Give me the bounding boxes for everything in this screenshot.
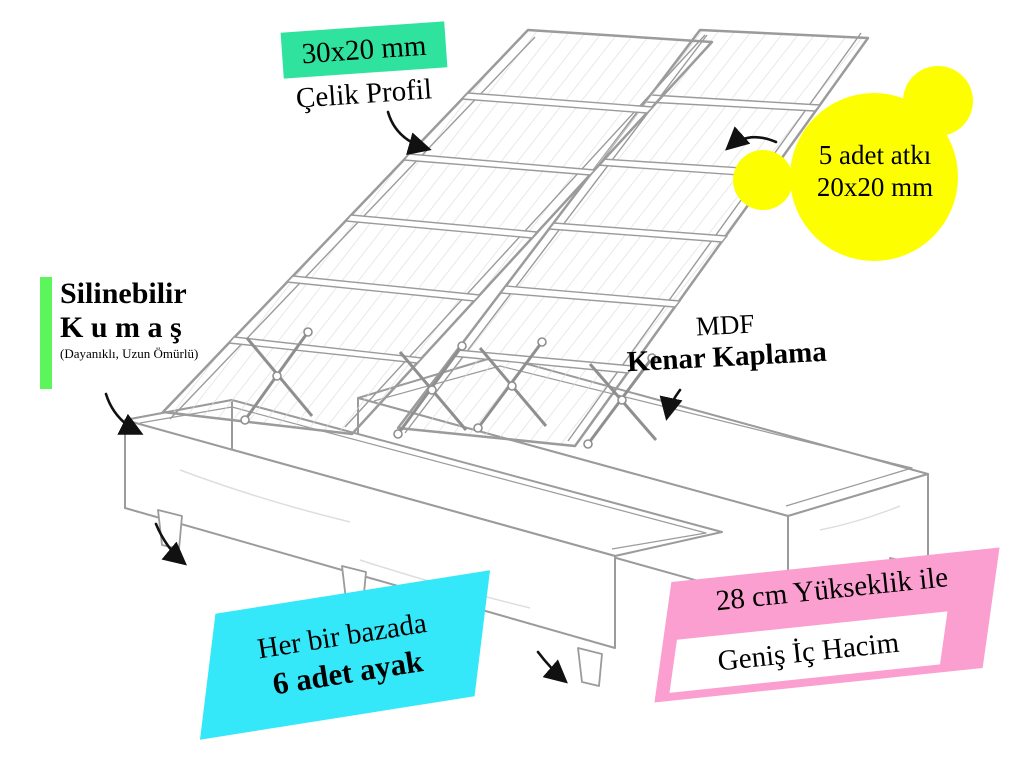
lid-crossbars-right (451, 94, 821, 374)
lid-frame-right (396, 28, 870, 448)
scissor-mechanism-right (473, 337, 658, 449)
height-label-line2: Geniş İç Hacim (716, 626, 901, 678)
arrow-fabric (104, 392, 144, 435)
crossbar-bubble-circle-small (903, 66, 973, 136)
arrow-crossbar (725, 126, 778, 151)
arrow-foot-left (154, 522, 187, 566)
fabric-label-line1: Silinebilir (60, 277, 187, 310)
base-box-left (124, 399, 723, 649)
arrow-mdf (659, 388, 683, 421)
fabric-label: Silinebilir K u m a ş (Dayanıklı, Uzun Ö… (60, 277, 250, 362)
lid-frame-left (161, 28, 714, 436)
foot (577, 647, 603, 687)
fabric-accent-bar (40, 277, 52, 389)
scissor-mechanism-left (240, 327, 468, 439)
arrow-foot-front (536, 650, 568, 684)
foot (157, 509, 183, 550)
arrow-steel-profile (386, 110, 432, 155)
crossbar-count: 5 adet atkı (818, 140, 932, 170)
crossbar-bubble-circle-small (733, 150, 793, 210)
fabric-label-note: (Dayanıklı, Uzun Ömürlü) (60, 346, 199, 362)
lid-crossbars-left (228, 92, 654, 364)
mdf-label: MDF Kenar Kaplama (604, 304, 847, 381)
crossbar-callout-text: 5 adet atkı 20x20 mm (798, 139, 952, 204)
fabric-label-line2: K u m a ş (60, 310, 182, 344)
crossbar-size: 20x20 mm (816, 172, 934, 203)
